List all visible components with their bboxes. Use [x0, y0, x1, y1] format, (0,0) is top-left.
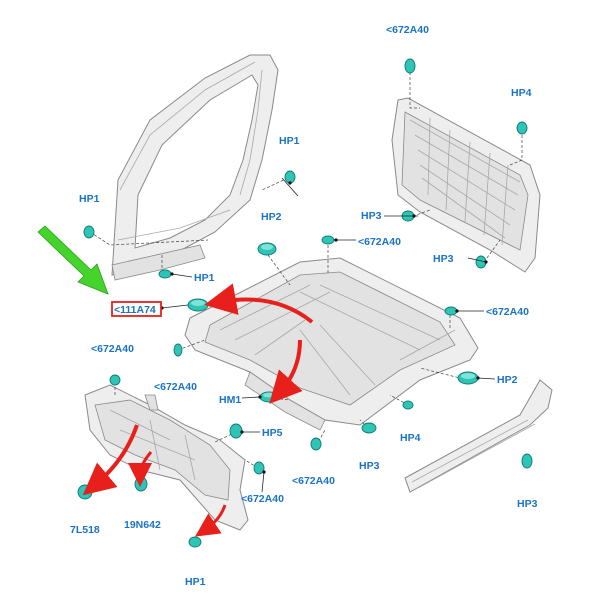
plug-icon — [404, 58, 416, 74]
plug-icon — [457, 371, 479, 385]
label-hp1-bottom: HP1 — [185, 576, 206, 588]
label-7L518: 7L518 — [70, 524, 100, 536]
plug-icon — [521, 453, 533, 469]
red-arrows — [82, 283, 314, 537]
plug-icon — [361, 422, 377, 434]
label-hp4-lower: HP4 — [400, 432, 421, 444]
plug-icon — [187, 298, 209, 312]
label-hm1: HM1 — [219, 394, 241, 406]
plug-icon — [109, 374, 121, 386]
label-19N642: 19N642 — [124, 519, 161, 531]
plug-icon — [158, 269, 172, 279]
plug-icon — [173, 343, 183, 357]
red-arrow — [269, 339, 303, 404]
plug-icon — [310, 437, 322, 451]
rear-floor-panel — [391, 97, 541, 273]
door-frame-panel — [111, 54, 279, 281]
label-hp1-left: HP1 — [79, 193, 100, 205]
highlight-box — [111, 301, 162, 317]
plug-icon — [321, 235, 335, 245]
plug-icon — [516, 121, 528, 135]
label-672A40-lower-left: <672A40 — [154, 381, 197, 393]
plug-icon — [253, 461, 265, 475]
plug-icon — [188, 536, 202, 548]
red-arrow — [195, 504, 227, 537]
plug-icon — [77, 484, 93, 500]
red-arrow — [128, 451, 153, 487]
leader-dots — [160, 177, 496, 493]
red-arrow — [82, 424, 139, 496]
plug-icon — [257, 242, 277, 256]
plug-icon — [229, 423, 243, 439]
label-hp3-right: HP3 — [433, 253, 454, 265]
label-672A40-top: <672A40 — [386, 24, 429, 36]
plug-icon — [134, 476, 148, 492]
plug-icon — [259, 391, 279, 403]
red-arrow — [204, 283, 314, 324]
green-arrow — [37, 225, 109, 295]
label-672A40-left: <672A40 — [91, 343, 134, 355]
label-hp5: HP5 — [262, 427, 283, 439]
label-hp2-right: HP2 — [497, 374, 518, 386]
label-hp2-center: HP2 — [261, 211, 282, 223]
label-hp1-sill: HP1 — [194, 272, 215, 284]
plug-icon — [402, 400, 414, 410]
label-672A40-bottom: <672A40 — [292, 475, 335, 487]
label-hp3-bottom: HP3 — [359, 460, 380, 472]
plug-icon — [284, 170, 296, 184]
label-hp3-rail: HP3 — [517, 498, 538, 510]
label-hp4-top: HP4 — [511, 87, 532, 99]
plug-icon — [83, 225, 95, 239]
label-672A40-dash: <672A40 — [241, 493, 284, 505]
label-672A40-right: <672A40 — [486, 306, 529, 318]
side-rail — [404, 379, 553, 493]
callout-labels: <672A40 HP4 HP1 HP1 HP2 <672A40 HP3 HP3 … — [70, 24, 538, 588]
plug-icon — [444, 306, 458, 316]
label-672A40-center: <672A40 — [358, 236, 401, 248]
label-hp1-pillar: HP1 — [279, 135, 300, 147]
label-hp3-upper: HP3 — [361, 210, 382, 222]
label-111A74: <111A74 — [114, 304, 156, 316]
